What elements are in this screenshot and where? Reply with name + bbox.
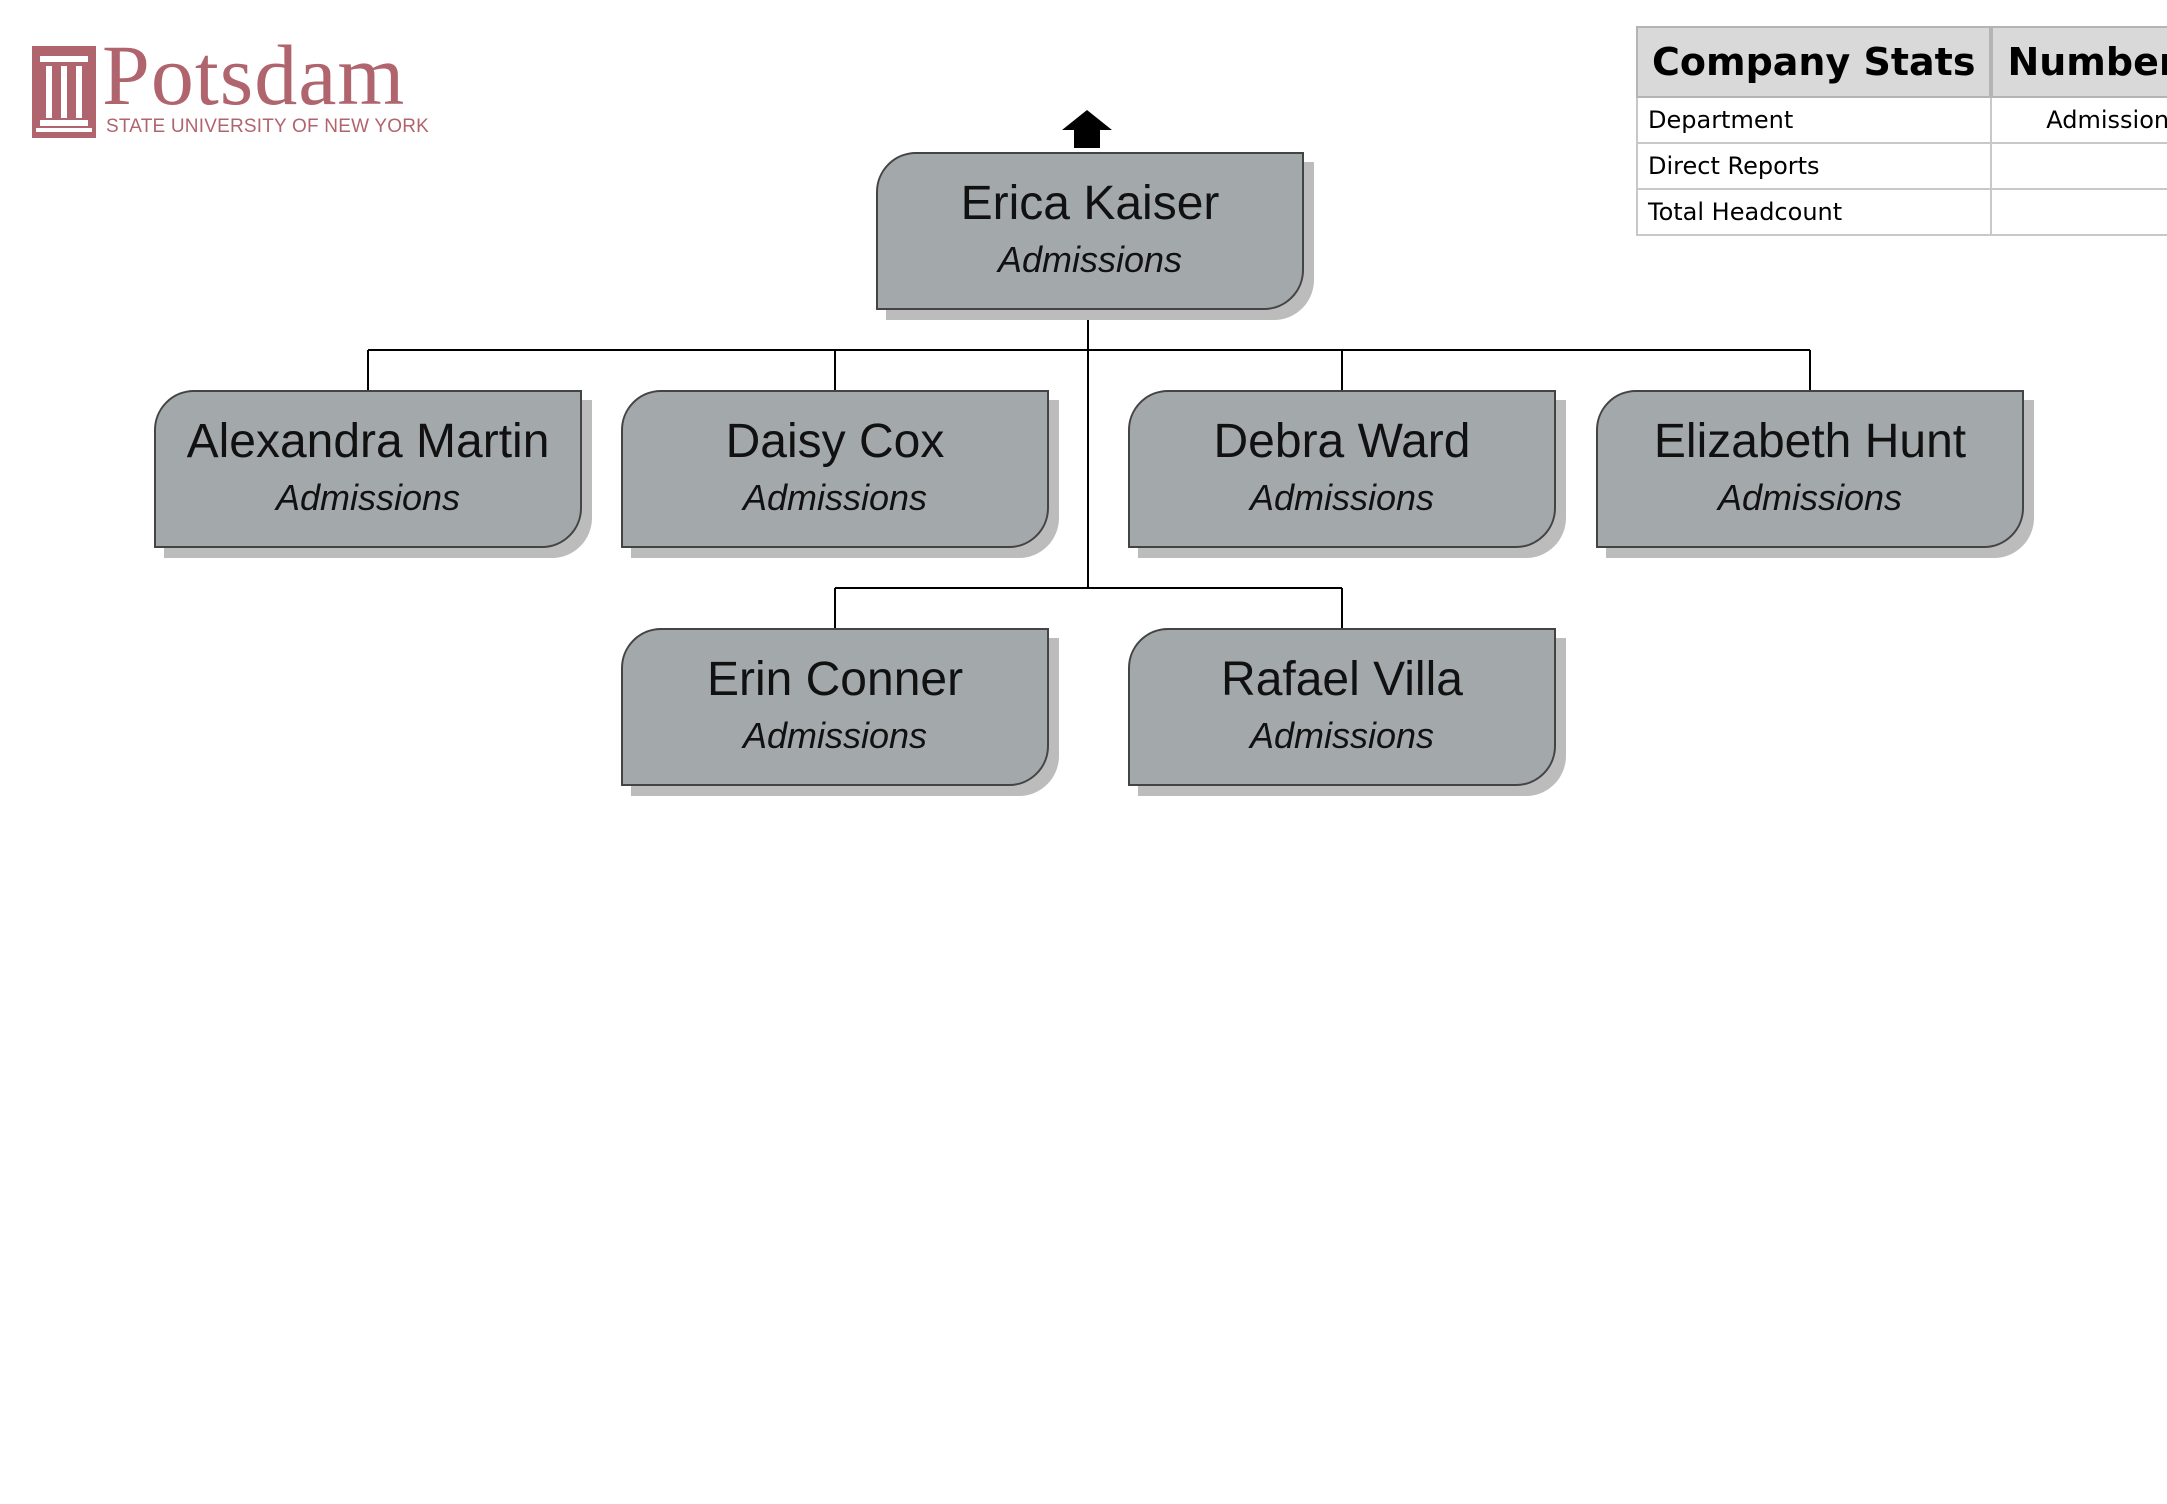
node-name: Alexandra Martin: [186, 415, 550, 468]
navigate-up-arrow-icon[interactable]: [1062, 110, 1112, 148]
node-dept: Admissions: [1717, 477, 1903, 518]
node-name: Erica Kaiser: [960, 177, 1220, 230]
building-icon: [32, 46, 96, 138]
node-dept: Admissions: [997, 239, 1183, 280]
node-dept: Admissions: [742, 477, 928, 518]
stats-value: 6: [1990, 142, 2167, 190]
stats-value: Admissions: [1990, 96, 2167, 144]
logo-name: Potsdam: [102, 27, 406, 123]
node-name: Debra Ward: [1213, 415, 1471, 468]
stats-row-direct-reports: Direct Reports 6: [1635, 142, 2167, 190]
node-dept: Admissions: [1249, 715, 1435, 756]
node-name: Elizabeth Hunt: [1653, 415, 1967, 468]
stats-row-total-headcount: Total Headcount 7: [1635, 188, 2167, 236]
node-name: Daisy Cox: [725, 415, 945, 468]
university-logo: Potsdam STATE UNIVERSITY OF NEW YORK: [32, 32, 429, 142]
company-stats-table: Company Stats Number Department Admissio…: [1635, 26, 2167, 236]
org-node-report[interactable]: Alexandra Martin Admissions: [154, 390, 582, 548]
org-node-report[interactable]: Daisy Cox Admissions: [621, 390, 1049, 548]
stats-row-department: Department Admissions: [1635, 96, 2167, 144]
stats-value: 7: [1990, 188, 2167, 236]
org-node-report[interactable]: Erin Conner Admissions: [621, 628, 1049, 786]
org-node-report[interactable]: Debra Ward Admissions: [1128, 390, 1556, 548]
stats-label: Department: [1635, 96, 1993, 144]
stats-label: Direct Reports: [1635, 142, 1993, 190]
org-node-manager[interactable]: Erica Kaiser Admissions: [876, 152, 1304, 310]
node-name: Rafael Villa: [1221, 653, 1463, 706]
node-name: Erin Conner: [706, 653, 964, 706]
node-dept: Admissions: [1249, 477, 1435, 518]
stats-label: Total Headcount: [1635, 188, 1993, 236]
logo-subtitle: STATE UNIVERSITY OF NEW YORK: [106, 116, 430, 137]
stats-header-row: Company Stats Number: [1635, 26, 2167, 98]
org-node-report[interactable]: Rafael Villa Admissions: [1128, 628, 1556, 786]
org-node-report[interactable]: Elizabeth Hunt Admissions: [1596, 390, 2024, 548]
node-dept: Admissions: [742, 715, 928, 756]
stats-header-value: Number: [1989, 26, 2167, 98]
stats-header-label: Company Stats: [1635, 26, 1993, 98]
node-dept: Admissions: [275, 477, 461, 518]
